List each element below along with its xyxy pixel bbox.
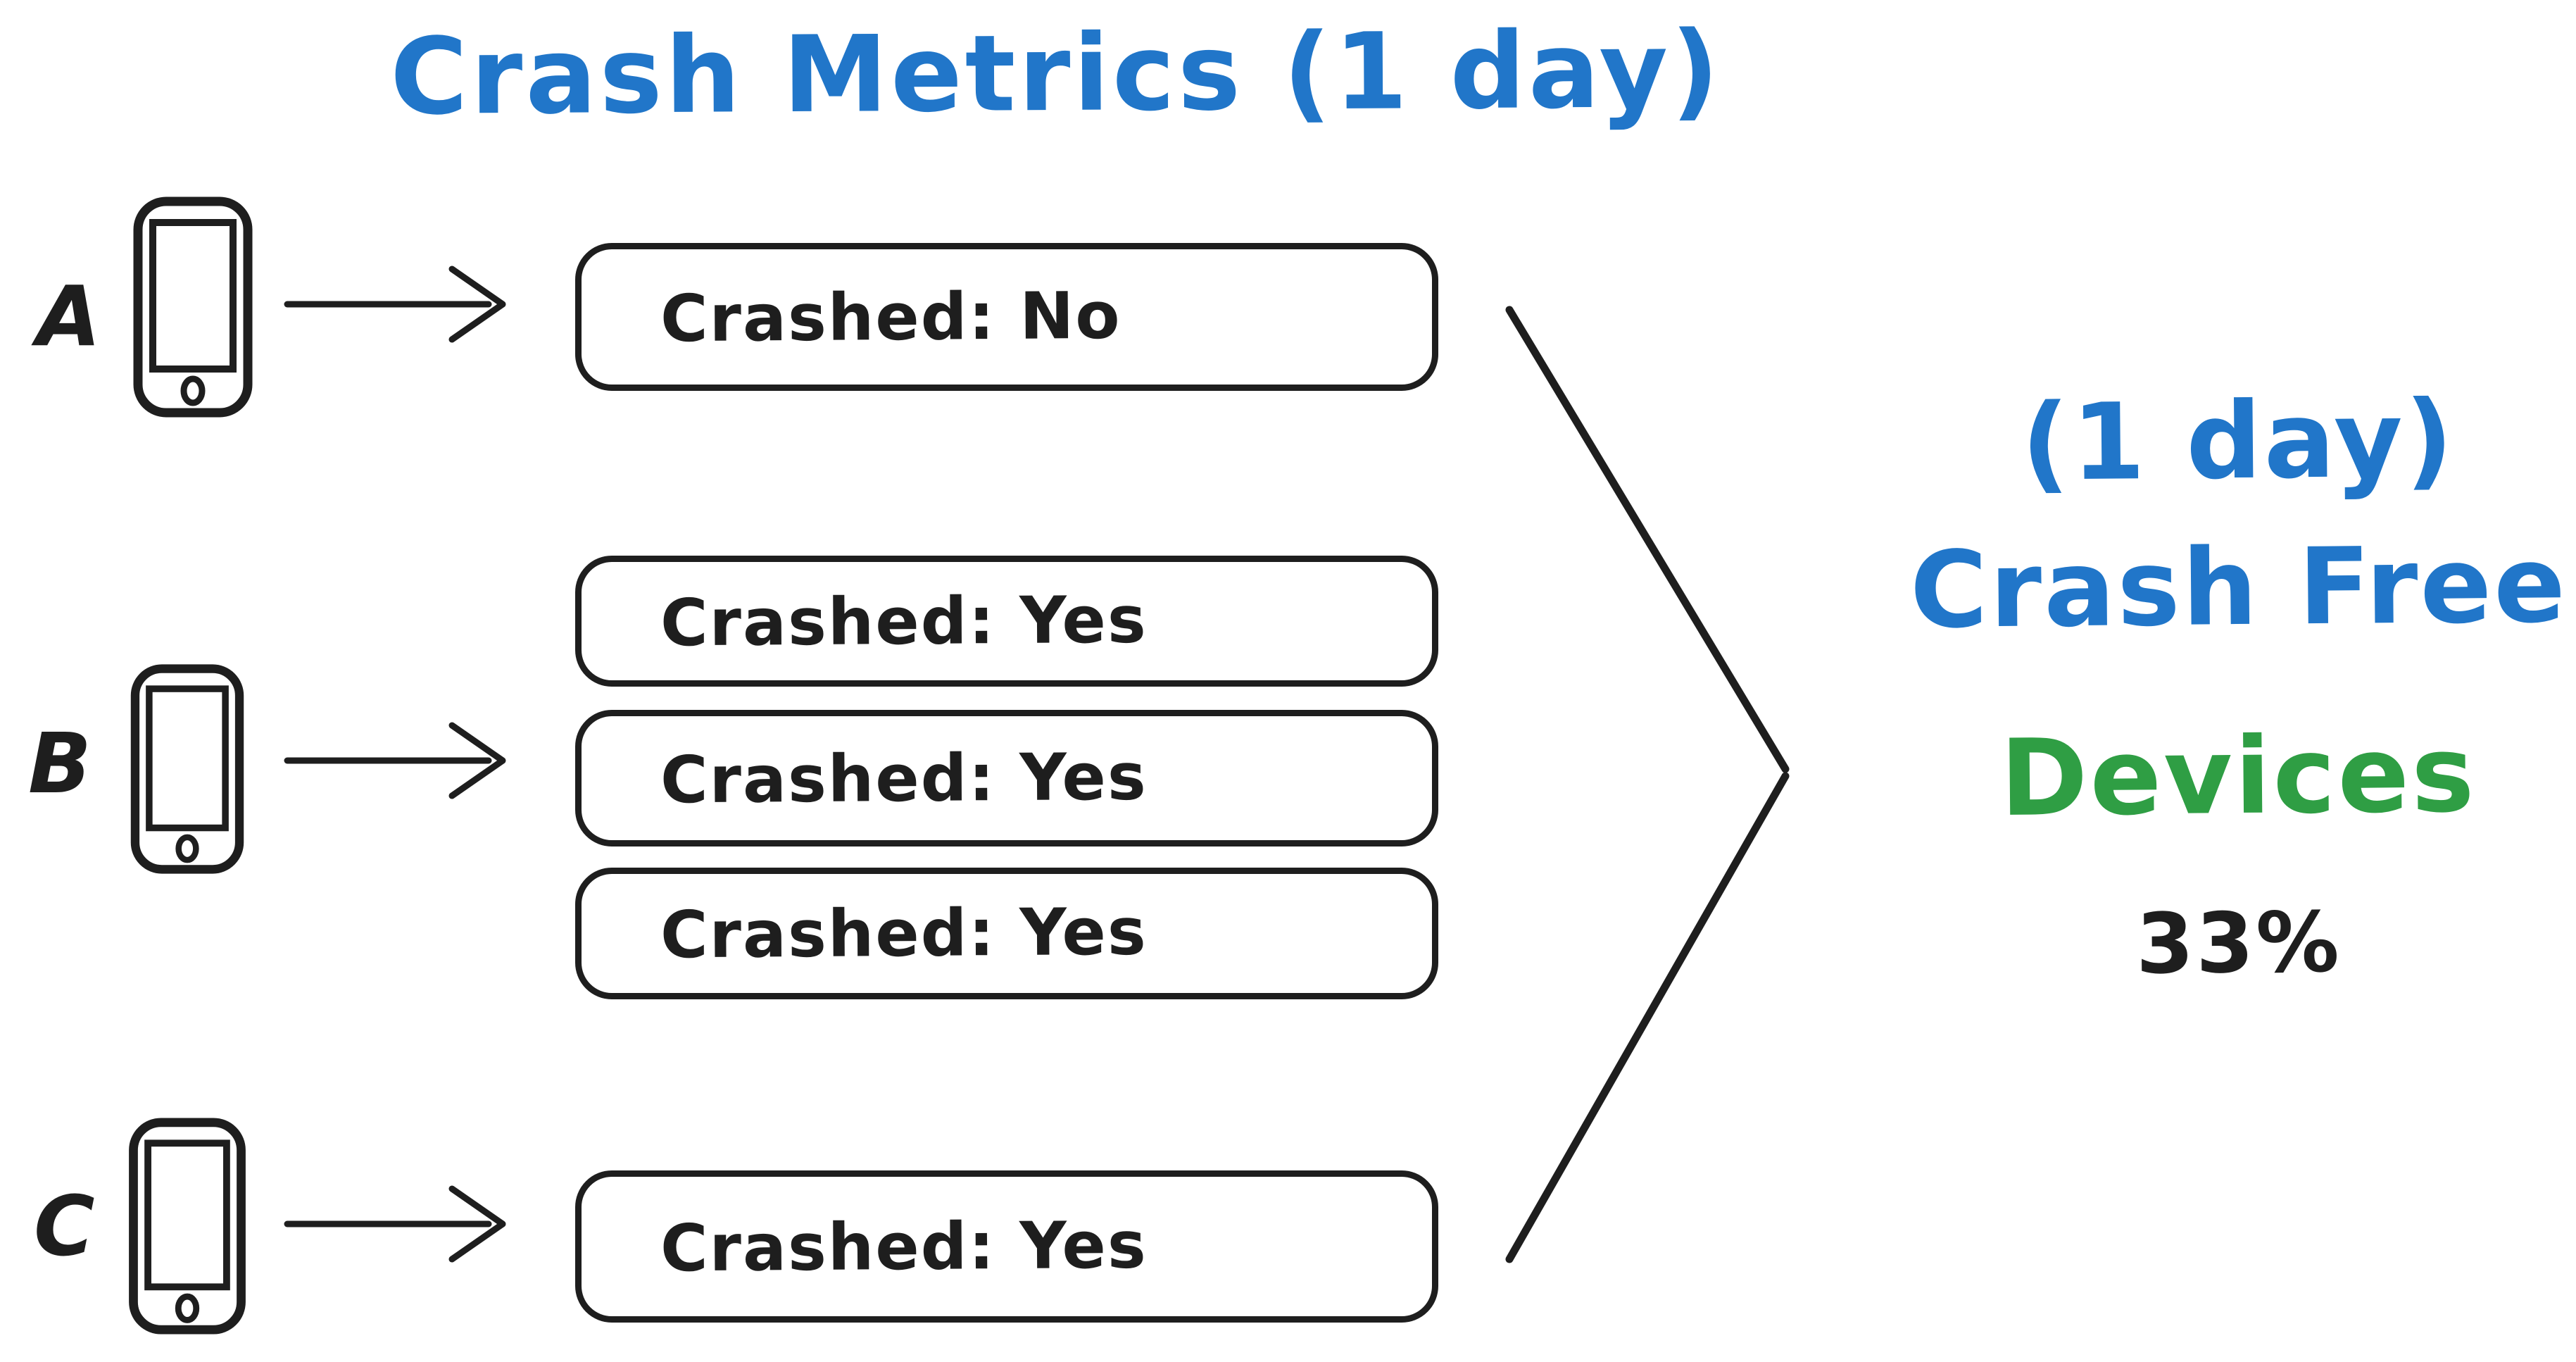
session-label: Crashed: Yes xyxy=(660,739,1148,818)
session-box: Crashed: Yes xyxy=(575,1170,1438,1323)
right-arrow-icon xyxy=(283,1178,515,1270)
result-block: (1 day) Crash Free Devices 33% xyxy=(1901,378,2576,993)
device-label-c: C xyxy=(34,1177,95,1275)
device-label-a: A xyxy=(37,268,101,365)
right-arrow-icon xyxy=(283,715,515,806)
result-metric-line1: Crash Free xyxy=(1909,523,2568,653)
page-title: Crash Metrics (1 day) xyxy=(389,9,1723,139)
result-metric-line2: Devices xyxy=(1999,713,2477,840)
device-label-b: B xyxy=(28,715,92,812)
session-label: Crashed: No xyxy=(660,277,1121,356)
phone-icon xyxy=(132,196,253,418)
session-box: Crashed: Yes xyxy=(575,556,1438,687)
session-box: Crashed: Yes xyxy=(575,868,1438,999)
session-box: Crashed: No xyxy=(575,243,1438,391)
session-label: Crashed: Yes xyxy=(660,582,1148,661)
result-value: 33% xyxy=(2135,893,2342,993)
right-arrow-icon xyxy=(283,258,515,350)
phone-icon xyxy=(127,1117,248,1335)
session-box: Crashed: Yes xyxy=(575,710,1438,846)
session-label: Crashed: Yes xyxy=(660,1207,1148,1286)
phone-icon xyxy=(127,663,248,875)
merge-chevron-icon xyxy=(1501,301,1797,1270)
result-period: (1 day) xyxy=(2021,378,2456,505)
session-label: Crashed: Yes xyxy=(660,894,1148,973)
